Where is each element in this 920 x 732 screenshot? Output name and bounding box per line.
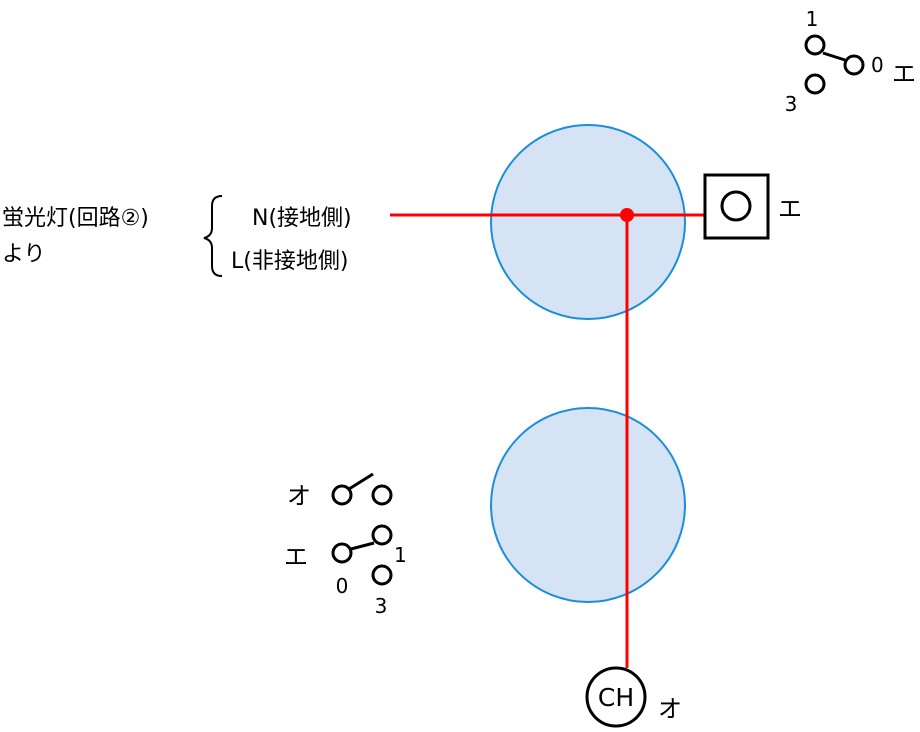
switch-bottom-pos-1: 1 — [394, 543, 407, 567]
brace — [203, 195, 223, 277]
switch-bottom-pos-0: 0 — [336, 574, 349, 598]
outlet-symbol — [703, 173, 770, 240]
source-label-line2: より — [2, 242, 46, 267]
junction-box-lower — [490, 407, 686, 603]
three-way-switch-top — [804, 34, 865, 95]
switch-top-label: エ — [892, 60, 916, 88]
outlet-label: エ — [778, 195, 802, 223]
ch-box-text: CH — [598, 683, 634, 712]
live-label: L(非接地側) — [231, 249, 348, 274]
junction-box-upper — [490, 124, 686, 320]
single-switch-label: オ — [287, 482, 311, 510]
switch-top-pos-3: 3 — [785, 92, 798, 116]
source-label-line1: 蛍光灯(回路②) — [2, 206, 149, 231]
switch-bottom-pos-3: 3 — [375, 594, 388, 618]
neutral-label: N(接地側) — [252, 206, 352, 231]
single-pole-switch — [331, 472, 393, 506]
ch-box-symbol — [585, 666, 647, 728]
switch-top-pos-0: 0 — [871, 53, 884, 77]
switch-bottom-label: エ — [284, 543, 308, 571]
switch-top-pos-1: 1 — [806, 7, 819, 31]
wire-junction-dot — [620, 208, 634, 222]
three-way-switch-bottom — [331, 524, 393, 586]
ch-box-label: オ — [658, 695, 682, 723]
